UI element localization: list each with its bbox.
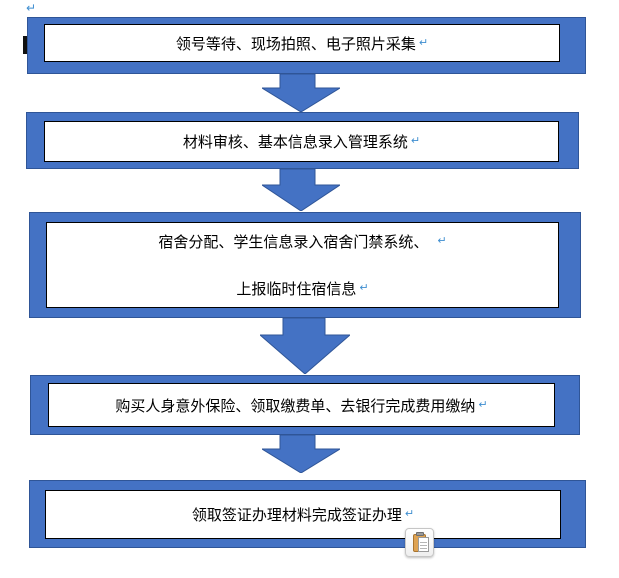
paragraph-mark: ↵ <box>437 235 447 247</box>
flow-step-2-box[interactable]: 材料审核、基本信息录入管理系统 ↵ <box>26 112 579 169</box>
flow-step-4-text: 购买人身意外保险、领取缴费单、去银行完成费用缴纳 <box>115 397 476 415</box>
paragraph-mark: ↵ <box>26 1 37 15</box>
flow-step-3-text-line2: 上报临时住宿信息 <box>236 281 357 298</box>
flow-step-4-inner: 购买人身意外保险、领取缴费单、去银行完成费用缴纳 ↵ <box>48 383 555 427</box>
text-cursor <box>23 36 27 54</box>
down-arrow-shape-1[interactable] <box>262 74 340 112</box>
down-arrow-shape-4[interactable] <box>262 435 340 473</box>
flow-step-1-inner: 领号等待、现场拍照、电子照片采集 ↵ <box>44 24 560 62</box>
clipboard-paper <box>418 537 429 552</box>
paragraph-mark: ↵ <box>404 508 415 520</box>
flow-step-3-inner: 宿舍分配、学生信息录入宿舍门禁系统、 ↵ 上报临时住宿信息 ↵ <box>46 222 559 308</box>
clipboard-clip <box>416 532 424 536</box>
arrow-polygon <box>260 318 350 374</box>
flow-step-3-box[interactable]: 宿舍分配、学生信息录入宿舍门禁系统、 ↵ 上报临时住宿信息 ↵ <box>29 212 581 318</box>
flow-step-1-text: 领号等待、现场拍照、电子照片采集 <box>175 35 416 53</box>
flow-step-5-box[interactable]: 领取签证办理材料完成签证办理 ↵ <box>29 480 586 548</box>
flow-step-2-inner: 材料审核、基本信息录入管理系统 ↵ <box>44 121 559 162</box>
flow-step-3-text-line1: 宿舍分配、学生信息录入宿舍门禁系统、 <box>158 234 429 251</box>
arrow-polygon <box>262 435 340 473</box>
flow-step-5-text: 领取签证办理材料完成签证办理 <box>191 507 402 524</box>
down-arrow-shape-3[interactable] <box>260 318 350 374</box>
paste-options-button[interactable] <box>405 528 434 557</box>
flow-step-1-box[interactable]: 领号等待、现场拍照、电子照片采集 ↵ <box>27 17 586 74</box>
paragraph-mark: ↵ <box>410 135 421 147</box>
paragraph-mark: ↵ <box>478 398 488 411</box>
flow-step-2-text: 材料审核、基本信息录入管理系统 <box>182 134 408 151</box>
down-arrow-shape-2[interactable] <box>262 169 340 211</box>
arrow-polygon <box>262 74 340 112</box>
paragraph-mark: ↵ <box>418 36 429 49</box>
flow-step-4-box[interactable]: 购买人身意外保险、领取缴费单、去银行完成费用缴纳 ↵ <box>30 375 580 435</box>
clipboard-paste-icon <box>406 529 433 556</box>
paragraph-mark: ↵ <box>359 282 369 294</box>
arrow-polygon <box>262 169 340 211</box>
flow-step-5-inner: 领取签证办理材料完成签证办理 ↵ <box>45 490 561 539</box>
